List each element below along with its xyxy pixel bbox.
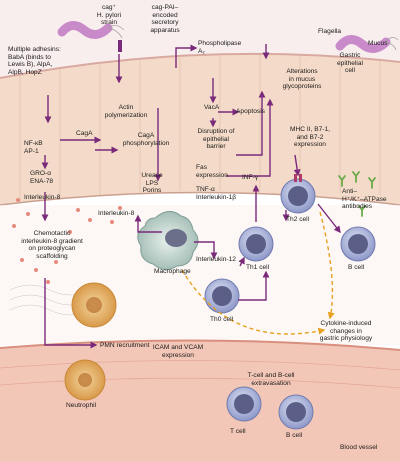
t-cell-bottom-shape [226,386,262,422]
label-gastric-cell: Gastric epithelial cell [336,52,364,75]
label-th2: Th2 cell [286,216,310,223]
label-th1: Th1 cell [246,264,270,271]
label-bcell-right: B cell [348,264,365,271]
secretory-apparatus [118,40,122,52]
label-gro: GRO-α ENA-78 [30,170,54,185]
label-cag-pai: cag-PAI– encoded secretory apparatus [150,4,180,34]
label-bcell-bottom: B cell [286,432,303,439]
lamina-propria [0,205,400,345]
label-macrophage: Macrophage [154,268,191,275]
th2-cell-shape [280,178,316,214]
label-nfkb: NF-κB AP-1 [24,140,43,155]
b-cell-right-shape [340,226,376,262]
th0-cell-shape [204,278,240,314]
vessel-wall-lines [0,360,400,389]
label-il8-top: Interleukin-8 [24,194,61,201]
label-cytokine: Cytokine-induced changes in gastric phys… [319,320,373,343]
label-tnf: TNF-α Interleukin-1β [196,186,237,201]
label-actin: Actin polymerization [104,104,148,119]
label-mhc: MHC II, B7-1, and B7-2 expression [290,126,330,149]
label-alterations: Alterations in mucus glycoproteins [282,68,322,91]
label-adhesins: Multiple adhesins: BabA (binds to Lewis … [8,46,61,76]
label-th0: Th0 cell [210,316,234,323]
b-cell-bottom-shape [278,394,314,430]
antibodies-icon [338,171,376,217]
h-pylori-bacterium-right [335,35,399,53]
label-phospholipase: Phospholipase A₂ [198,40,242,55]
label-neutrophil: Neutrophil [66,402,97,409]
h-pylori-bacterium-left [57,21,125,39]
label-il8-mid: Interleukin-8 [98,210,135,217]
interleukin-8-dots [12,198,122,284]
cell-boundaries [19,55,381,203]
label-il12: Interleukin-12 [196,256,236,263]
label-chemo: Chemotactic interleukin-8 gradient on pr… [21,230,83,260]
label-caga-phos: CagA phosphorylation [122,132,170,147]
label-tcell: T cell [230,428,246,435]
basement-membrane [0,191,400,206]
label-extravasation: T-cell and B-cell extravasation [247,372,295,387]
label-vaca: VacA [204,104,220,111]
label-apoptosis: Apoptosis [236,108,265,115]
th2-dashed-arrow [319,211,335,320]
label-urease: Urease LPS Porins [141,172,163,195]
label-icam: ICAM and VCAM expression [152,344,204,359]
th1-cell-shape [238,226,274,262]
label-caga: CagA [76,130,93,137]
label-fas: Fas expression [196,164,228,179]
label-mucus: Mucus [368,40,388,47]
label-infg: INF-γ [242,174,259,181]
label-pmn: PMN recruitment [100,342,150,349]
label-disruption: Disruption of epithelial barrier [197,128,235,151]
pathway-arrows [41,44,341,349]
label-flagella: Flagella [318,28,342,35]
mhc-receptor-icon [294,174,302,182]
label-antibodies: Anti– H⁺/K⁺–ATPase antibodies [342,188,387,211]
label-blood-vessel: Blood vessel [340,444,378,451]
cytokine-dashed-arrow [181,269,326,335]
label-cag-pylori: cag⁺ H. pylori strain [96,4,122,27]
epithelial-surface [0,52,400,79]
